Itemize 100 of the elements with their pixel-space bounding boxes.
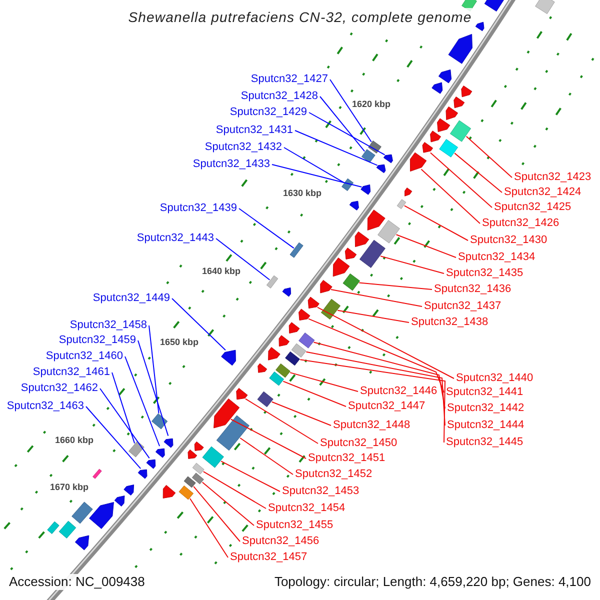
leader-line (172, 298, 226, 351)
gene-glyph (138, 469, 148, 479)
gene-block (378, 220, 400, 244)
leader-line (112, 372, 136, 444)
gene-label: Sputcn32_1456 (242, 535, 320, 548)
gene-block (216, 415, 250, 451)
leader-line (294, 130, 378, 166)
gene-label: Sputcn32_1451 (308, 452, 386, 465)
position-label: 1660 kbp (55, 435, 94, 446)
gene-block (285, 351, 300, 366)
gene-label: Sputcn32_1462 (20, 382, 98, 395)
gene-glyph (320, 280, 332, 294)
gene-glyph (383, 154, 393, 164)
gene-block (342, 178, 354, 192)
gene-block (361, 149, 376, 163)
leader-line (420, 168, 480, 224)
gene-glyph (155, 448, 165, 458)
leader-line (189, 498, 228, 558)
gene-label: Sputcn32_1454 (268, 502, 346, 515)
gene-glyph (349, 200, 359, 210)
gene-block (184, 476, 196, 488)
gene-label: Sputcn32_1452 (295, 468, 372, 481)
gene-block (396, 199, 406, 210)
gene-block (92, 468, 102, 479)
gene-label: Sputcn32_1430 (470, 234, 548, 247)
leader-line (202, 471, 266, 509)
gene-glyph (446, 106, 458, 120)
gene-glyph (258, 363, 268, 373)
gene-glyph (188, 449, 198, 459)
gene-label: Sputcn32_1447 (348, 400, 426, 413)
gene-glyph (367, 210, 386, 230)
gene-glyph (278, 335, 290, 347)
gene-block (152, 413, 168, 430)
gene-label: Sputcn32_1444 (447, 419, 524, 432)
position-label: 1650 kbp (160, 337, 199, 348)
leader-line (430, 152, 492, 208)
gene-glyph (221, 350, 236, 366)
leader-line (316, 306, 454, 379)
gene-glyph (194, 441, 204, 451)
gene-label: Sputcn32_1434 (458, 251, 536, 264)
gene-glyph (146, 459, 156, 469)
gene-label: Sputcn32_1455 (256, 519, 334, 532)
gene-glyph (124, 484, 134, 496)
leader-line (202, 482, 254, 526)
leader-line (284, 147, 344, 184)
leader-line (220, 460, 280, 492)
gene-block (192, 472, 204, 484)
leader-line (193, 486, 240, 542)
gene-label: Sputcn32_1453 (282, 485, 360, 498)
gene-label: Sputcn32_1441 (446, 386, 524, 399)
leader-line (240, 437, 294, 475)
gene-block (290, 242, 304, 258)
gene-label: Sputcn32_1425 (494, 201, 572, 214)
gene-glyph (74, 535, 90, 550)
leader-line (396, 234, 456, 258)
genome-info-label: Topology: circular; Length: 4,659,220 bp; Genes: 4,100 (274, 574, 591, 590)
map-title: Shewanella putrefaciens CN-32, complete genome (128, 8, 472, 26)
gene-block (342, 273, 360, 291)
gene-label: Sputcn32_1458 (70, 319, 147, 332)
leader-line (404, 205, 468, 241)
leader-line (308, 318, 444, 393)
gene-block (47, 521, 60, 534)
gene-glyph (475, 22, 484, 32)
gene-label: Sputcn32_1435 (446, 267, 524, 280)
gene-glyph (404, 188, 412, 196)
leader-line (380, 256, 444, 274)
gene-label: Sputcn32_1438 (411, 316, 488, 329)
gene-glyph (438, 69, 452, 84)
gene-label: Sputcn32_1461 (32, 366, 110, 379)
gene-label: Sputcn32_1439 (160, 202, 237, 215)
gene-glyph (214, 398, 240, 428)
leader-line (282, 380, 346, 407)
gene-label: Sputcn32_1443 (136, 232, 214, 245)
gene-glyph (376, 164, 386, 174)
gene-label: Sputcn32_1445 (446, 436, 524, 449)
leader-line (313, 342, 446, 409)
leader-line (271, 401, 332, 426)
position-label: 1630 kbp (283, 188, 322, 199)
leader-line (86, 406, 142, 470)
gene-glyph (422, 142, 434, 153)
gene-block (535, 0, 555, 14)
position-label: 1640 kbp (202, 266, 241, 277)
leader-line (306, 351, 446, 426)
gene-block (266, 275, 278, 288)
gene-block (257, 391, 274, 408)
gene-block (72, 502, 93, 524)
gene-glyph (344, 248, 357, 260)
gene-block (439, 139, 458, 158)
gene-block (178, 485, 194, 500)
gene-glyph (89, 502, 114, 529)
leader-line (330, 289, 422, 307)
gene-glyph (454, 96, 465, 108)
gene-label: Sputcn32_1440 (456, 372, 534, 385)
leader-line (138, 340, 169, 436)
gene-glyph (236, 388, 248, 400)
gene-label: Sputcn32_1457 (230, 551, 308, 564)
leader-line (358, 282, 432, 290)
gene-block (291, 343, 306, 358)
gene-label: Sputcn32_1448 (333, 419, 410, 432)
gene-glyph (288, 322, 300, 334)
